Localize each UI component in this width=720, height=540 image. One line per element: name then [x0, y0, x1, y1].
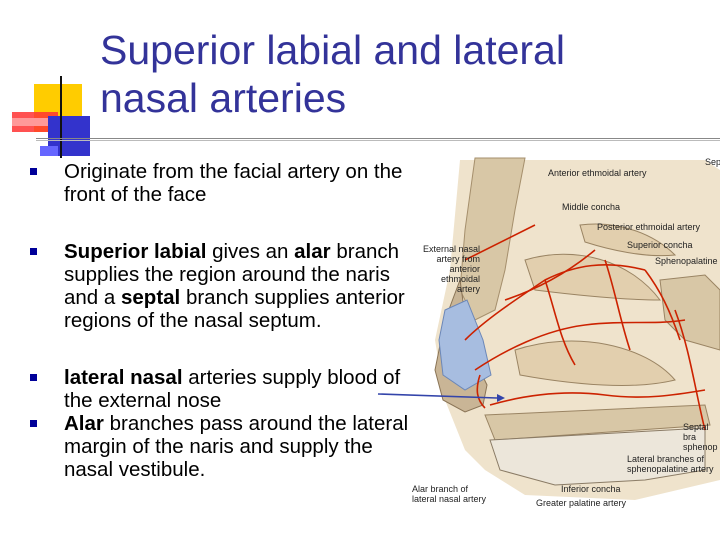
- title-divider: [36, 138, 720, 139]
- label-sphenopalatine: Sphenopalatine a: [655, 256, 720, 266]
- artery-path: [604, 259, 631, 351]
- inferior-concha: [514, 340, 676, 386]
- label-anterior-ethmoidal: Anterior ethmoidal artery: [548, 168, 647, 178]
- bullet-text: branches pass around the lateral margin …: [64, 412, 409, 481]
- square-bullet-icon: [30, 374, 37, 381]
- artery-path: [464, 224, 536, 261]
- label-septal-branch: Septal bra sphenop: [683, 422, 718, 452]
- artery-path: [544, 279, 576, 366]
- label-sept-top: Sept: [705, 157, 720, 167]
- slide-title: Superior labial and lateral nasal arteri…: [100, 27, 565, 121]
- nasal-anatomy-drawing: [434, 157, 720, 500]
- bullet-text: branch supplies anterior regions of the …: [64, 286, 405, 332]
- artery-path: [644, 269, 681, 341]
- bullet-text: gives an: [206, 240, 295, 263]
- artery-network: [464, 224, 706, 431]
- bullet-list: Originate from the facial artery on the …: [30, 158, 410, 481]
- label-lateral-branches: Lateral branches of sphenopalatine arter…: [627, 454, 714, 474]
- label-middle-concha: Middle concha: [562, 202, 621, 212]
- bullet-text-bold: alar: [294, 240, 331, 263]
- bullet-text-bold: Superior labial: [64, 240, 207, 263]
- square-bullet-icon: [30, 168, 37, 175]
- nasal-bone: [459, 157, 526, 321]
- decor-vertical-line: [60, 76, 62, 158]
- artery-path: [489, 389, 706, 406]
- label-superior-concha: Superior concha: [627, 240, 693, 250]
- superior-concha: [579, 223, 677, 257]
- square-bullet-icon: [30, 420, 37, 427]
- bullet-item: Alar branches pass around the lateral ma…: [30, 412, 410, 481]
- bullet-item: Superior labial gives an alar branch sup…: [30, 240, 410, 332]
- artery-path: [674, 309, 706, 431]
- artery-path: [504, 249, 596, 301]
- middle-concha: [524, 253, 662, 301]
- artery-path: [474, 319, 686, 371]
- bullet-text-bold: Alar: [64, 412, 104, 435]
- square-bullet-icon: [30, 248, 37, 255]
- hard-palate: [484, 404, 711, 441]
- label-alar-branch: Alar branch of lateral nasal artery: [412, 484, 487, 504]
- label-greater-palatine: Greater palatine artery: [536, 498, 627, 508]
- decor-red-bar-light: [12, 118, 58, 126]
- sphenoid-bone: [659, 274, 720, 351]
- nasal-cavity-illustration: Anterior ethmoidal artery Sept Middle co…: [405, 150, 720, 515]
- bullet-text-bold: septal: [121, 286, 181, 309]
- bullet-text: branch supplies the region around the na…: [64, 240, 400, 309]
- bullet-item: lateral nasal arteries supply blood of t…: [30, 366, 410, 412]
- label-posterior-ethmoidal: Posterior ethmoidal artery: [597, 222, 701, 232]
- bullet-item: Originate from the facial artery on the …: [30, 160, 410, 206]
- label-external-nasal: External nasal artery from anterior ethm…: [422, 244, 480, 294]
- label-inferior-concha: Inferior concha: [561, 484, 621, 494]
- bullet-text: Originate from the facial artery on the …: [64, 160, 403, 206]
- decor-blue-square-light: [40, 146, 58, 156]
- title-divider-shadow: [36, 140, 720, 141]
- bullet-text-bold: lateral nasal: [64, 366, 183, 389]
- bullet-text: arteries supply blood of the external no…: [64, 366, 401, 412]
